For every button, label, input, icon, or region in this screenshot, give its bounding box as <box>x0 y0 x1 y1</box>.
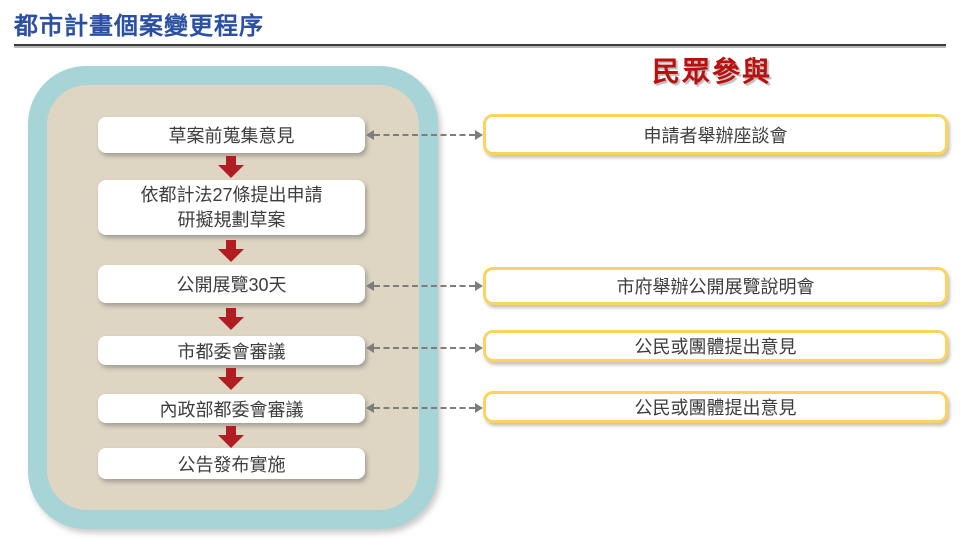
participation-box-citizen-opinion-2: 公民或團體提出意見 <box>483 391 948 423</box>
participation-box-label: 公民或團體提出意見 <box>634 398 797 418</box>
right-arrowhead-icon <box>475 281 483 291</box>
left-arrowhead-icon <box>366 130 374 140</box>
dashed-line <box>374 407 475 409</box>
left-arrowhead-icon <box>366 403 374 413</box>
flow-step-label: 公告發布實施 <box>177 454 286 475</box>
flow-step-label: 內政部都委會審議 <box>159 399 304 420</box>
right-arrowhead-icon <box>475 343 483 353</box>
flow-step-label-line2: 研擬規劃草案 <box>177 209 286 230</box>
participation-box-label: 申請者舉辦座談會 <box>643 125 788 146</box>
down-arrow-icon <box>218 240 244 262</box>
page-title: 都市計畫個案變更程序 <box>14 13 264 40</box>
flow-step-label-line1: 依都計法27條提出申請 <box>140 184 323 205</box>
participation-box-citizen-opinion-1: 公民或團體提出意見 <box>483 330 948 362</box>
down-arrow-icon <box>218 368 244 390</box>
double-arrow-connector <box>366 279 483 293</box>
title-divider <box>14 44 946 46</box>
double-arrow-connector <box>366 401 483 415</box>
flow-step-interior-committee-review: 內政部都委會審議 <box>98 394 365 423</box>
dashed-line <box>374 285 475 287</box>
dashed-line <box>374 134 475 136</box>
dashed-line <box>374 347 475 349</box>
flow-step-announce-implement: 公告發布實施 <box>98 448 365 479</box>
flow-step-collect-opinions: 草案前蒐集意見 <box>98 117 365 153</box>
double-arrow-connector <box>366 341 483 355</box>
right-arrowhead-icon <box>475 130 483 140</box>
down-arrow-icon <box>218 308 244 330</box>
left-arrowhead-icon <box>366 281 374 291</box>
flow-step-city-committee-review: 市都委會審議 <box>98 336 365 365</box>
left-arrowhead-icon <box>366 343 374 353</box>
flow-step-public-exhibition: 公開展覽30天 <box>98 265 365 303</box>
participation-box-label: 市府舉辦公開展覽說明會 <box>616 277 815 297</box>
participation-box-city-briefing: 市府舉辦公開展覽說明會 <box>483 267 948 305</box>
double-arrow-connector <box>366 128 483 142</box>
flow-step-label: 公開展覽30天 <box>176 275 287 295</box>
participation-heading: 民眾參與 <box>652 56 773 87</box>
down-arrow-icon <box>218 156 244 178</box>
flow-step-label: 市都委會審議 <box>177 341 286 362</box>
right-arrowhead-icon <box>475 403 483 413</box>
flow-step-label: 草案前蒐集意見 <box>168 126 295 146</box>
participation-box-applicant-forum: 申請者舉辦座談會 <box>483 114 948 155</box>
participation-box-label: 公民或團體提出意見 <box>634 337 797 357</box>
flow-step-apply-article27: 依都計法27條提出申請 研擬規劃草案 <box>98 180 365 235</box>
down-arrow-icon <box>218 426 244 448</box>
